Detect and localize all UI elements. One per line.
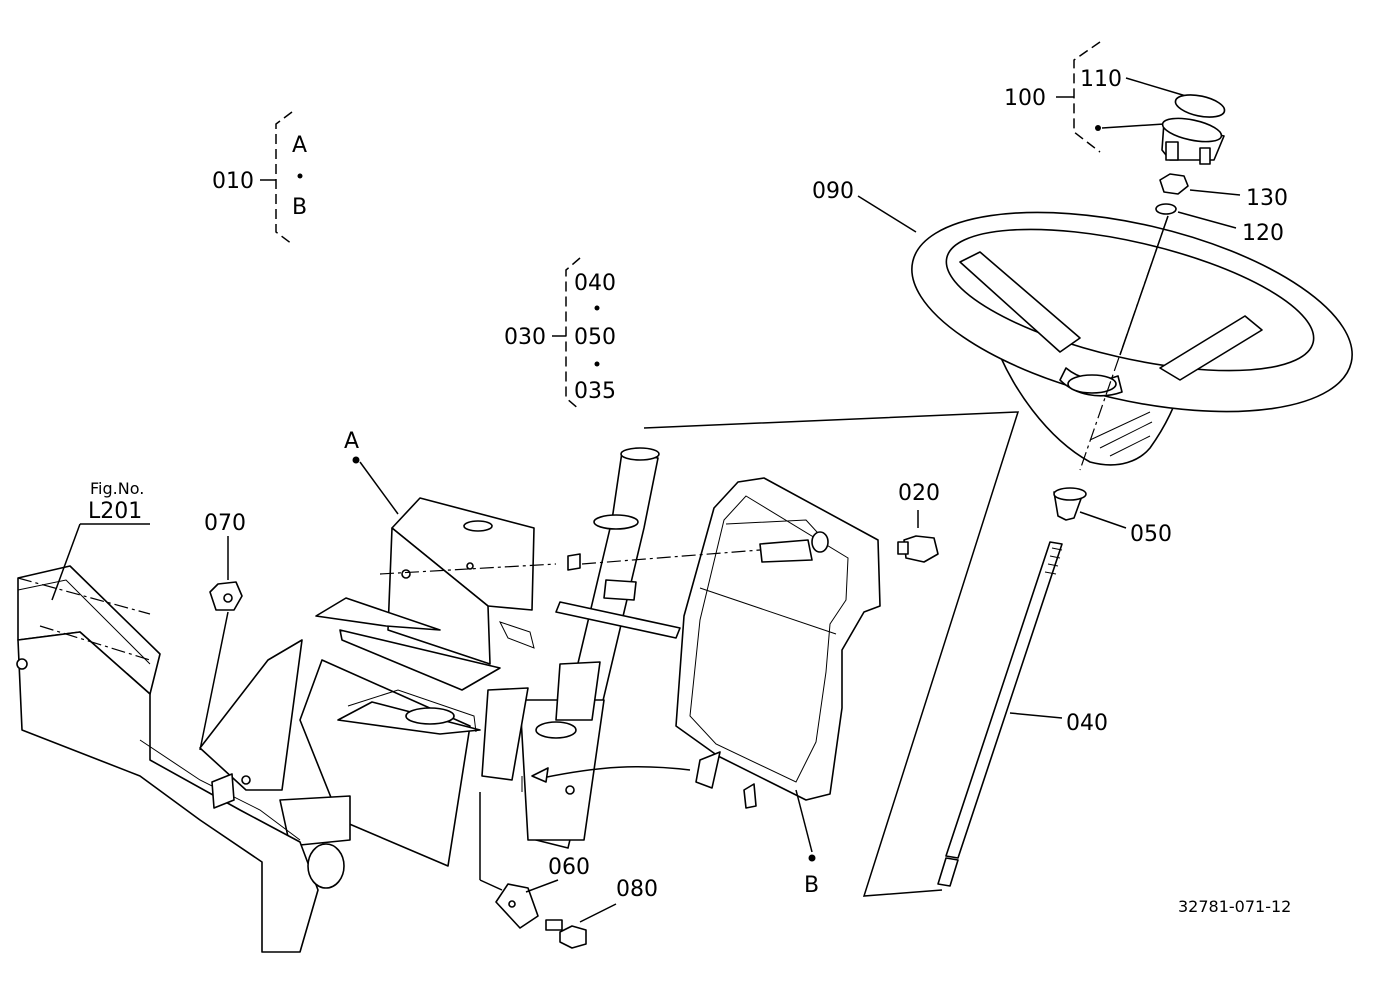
callout-060: 060 (548, 855, 590, 880)
grommet-070: 070 (199, 511, 246, 751)
marker-b: B (804, 873, 819, 898)
callout-110: 110 (1080, 67, 1122, 92)
callout-030-040: 040 (574, 271, 616, 296)
callout-120: 120 (1242, 221, 1284, 246)
callout-010-b: B (292, 195, 307, 220)
callout-090: 090 (812, 179, 854, 204)
steering-shaft: 040 (937, 541, 1108, 887)
callout-030-050: 050 (574, 325, 616, 350)
callout-080: 080 (616, 877, 658, 902)
clamp-060: 060 (479, 792, 590, 929)
reference-fig-label: Fig.No. (90, 479, 144, 498)
cover-a: A (315, 429, 557, 691)
callout-070: 070 (204, 511, 246, 536)
assembly-outline (643, 411, 1020, 897)
callout-010: 010 (212, 169, 254, 194)
reference-fig-number: L201 (88, 499, 142, 524)
callout-020: 020 (898, 481, 940, 506)
drawing-number: 32781-071-12 (1178, 897, 1291, 916)
group-bracket-030: 030 040 050 035 (504, 257, 616, 411)
center-cap (1161, 94, 1226, 165)
bushing: 050 (1053, 487, 1172, 547)
callout-050: 050 (1130, 522, 1172, 547)
callout-030: 030 (504, 325, 546, 350)
steering-wheel: 090 (812, 179, 1353, 471)
bolt-080: 080 (545, 877, 658, 949)
group-bracket-010: 010 A B (212, 111, 307, 245)
group-bracket-100: 100 110 (1004, 41, 1187, 153)
callout-010-a: A (292, 133, 307, 158)
bolt-020: 020 (897, 481, 940, 563)
cover-b: B (531, 477, 881, 898)
nut-and-washer: 130 120 (1155, 173, 1288, 246)
callout-100: 100 (1004, 86, 1046, 111)
marker-a: A (344, 429, 359, 454)
callout-130: 130 (1246, 186, 1288, 211)
steering-column (481, 447, 681, 849)
tractor-frame: Fig.No. L201 (16, 479, 345, 953)
column-bracket (199, 639, 481, 867)
callout-035: 035 (574, 379, 616, 404)
callout-040: 040 (1066, 711, 1108, 736)
